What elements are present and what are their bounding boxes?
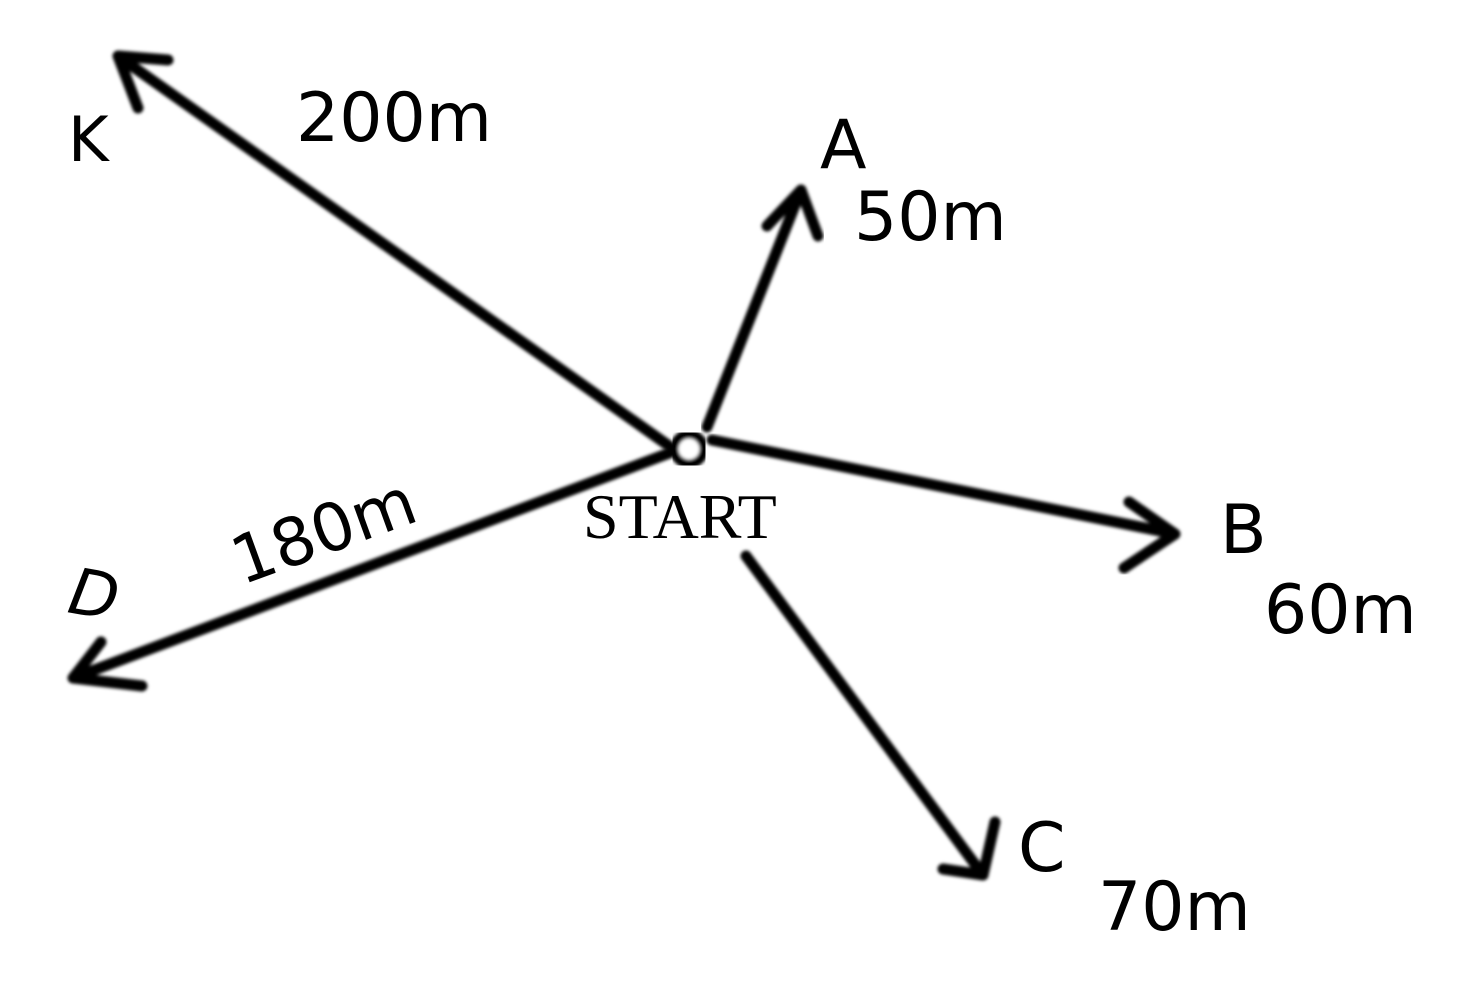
start-label: START xyxy=(583,481,777,552)
route-b: B 60m xyxy=(706,434,1417,650)
route-c-arrow xyxy=(740,550,1001,881)
route-c: C 70m xyxy=(740,550,1251,947)
route-b-distance: 60m xyxy=(1264,571,1417,650)
route-a: A 50m xyxy=(701,106,1007,433)
route-b-label: B xyxy=(1220,491,1267,570)
route-k-label: K xyxy=(68,103,110,176)
start-circle-icon xyxy=(669,429,709,469)
route-d-label: D xyxy=(63,555,124,636)
route-k-arrow xyxy=(112,50,678,454)
route-b-arrow xyxy=(706,434,1181,574)
route-k: K 200m xyxy=(68,50,678,454)
start-point: START xyxy=(583,429,777,552)
route-a-label: A xyxy=(820,106,867,185)
route-a-arrow xyxy=(701,184,824,433)
route-d-arrow xyxy=(67,446,678,692)
route-d: D 180m xyxy=(63,446,678,692)
route-c-label: C xyxy=(1018,809,1065,888)
route-a-distance: 50m xyxy=(854,178,1007,257)
route-k-distance: 200m xyxy=(296,79,492,158)
route-c-distance: 70m xyxy=(1098,868,1251,947)
